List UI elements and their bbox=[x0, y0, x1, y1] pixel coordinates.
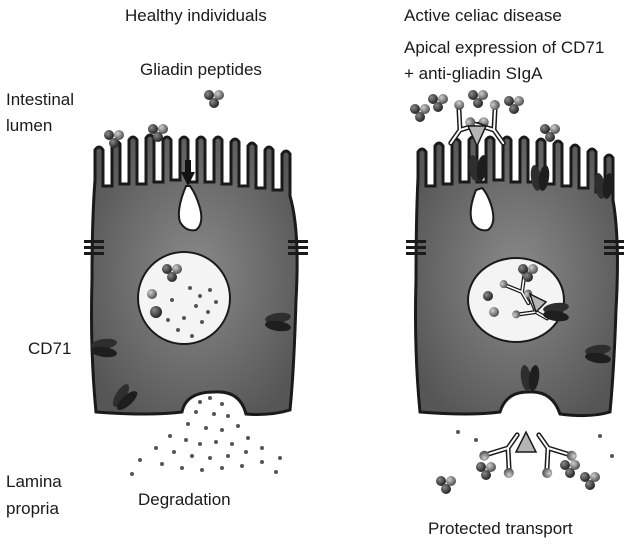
celiac-title: Active celiac disease bbox=[404, 6, 562, 25]
healthy-nucleus-peptide bbox=[147, 289, 157, 299]
anti-gliadin-siga-label: + anti-gliadin SIgA bbox=[404, 64, 543, 83]
gliadin-peptides-label: Gliadin peptides bbox=[140, 60, 262, 79]
celiac-endosome bbox=[467, 257, 565, 343]
celiac-endosome-antibody-complex bbox=[498, 267, 570, 333]
degradation-fragments bbox=[130, 396, 282, 476]
cd71-label: CD71 bbox=[28, 339, 71, 358]
healthy-cell bbox=[84, 90, 308, 476]
gliadin-peptide-cluster bbox=[436, 476, 456, 494]
lumen-label: lumen bbox=[6, 116, 52, 135]
healthy-nucleus-peptide bbox=[150, 306, 162, 318]
celiac-cell bbox=[406, 90, 624, 494]
healthy-nucleus bbox=[137, 251, 231, 345]
healthy-title: Healthy individuals bbox=[125, 6, 267, 25]
celiac-endosome-peptide bbox=[489, 307, 499, 317]
lamina-label: Lamina bbox=[6, 472, 62, 491]
celiac-tight-junction-left bbox=[406, 240, 426, 255]
protected-transport-complex bbox=[476, 423, 580, 480]
celiac-endocytic-vesicle bbox=[469, 186, 495, 232]
gliadin-peptide-cluster bbox=[410, 104, 430, 122]
healthy-arrow-shaft bbox=[185, 160, 191, 173]
protected-transport-fragments bbox=[456, 430, 614, 458]
apical-sigA-complex bbox=[428, 90, 524, 155]
gliadin-peptide-cluster bbox=[580, 472, 600, 490]
protected-transport-label: Protected transport bbox=[428, 519, 573, 538]
intestinal-label: Intestinal bbox=[6, 90, 74, 109]
celiac-tight-junction-right bbox=[604, 240, 624, 255]
healthy-tight-junction-right bbox=[288, 240, 308, 255]
degradation-label: Degradation bbox=[138, 490, 231, 509]
gliadin-peptide-cluster bbox=[204, 90, 224, 108]
apical-expression-label: Apical expression of CD71 bbox=[404, 38, 604, 57]
healthy-tight-junction-left bbox=[84, 240, 104, 255]
healthy-endocytic-vesicle bbox=[177, 185, 203, 232]
healthy-entry-arrow bbox=[181, 172, 195, 186]
celiac-endosome-peptide bbox=[483, 291, 493, 301]
healthy-nucleus-fragments bbox=[166, 286, 218, 338]
propria-label: propria bbox=[6, 499, 59, 518]
